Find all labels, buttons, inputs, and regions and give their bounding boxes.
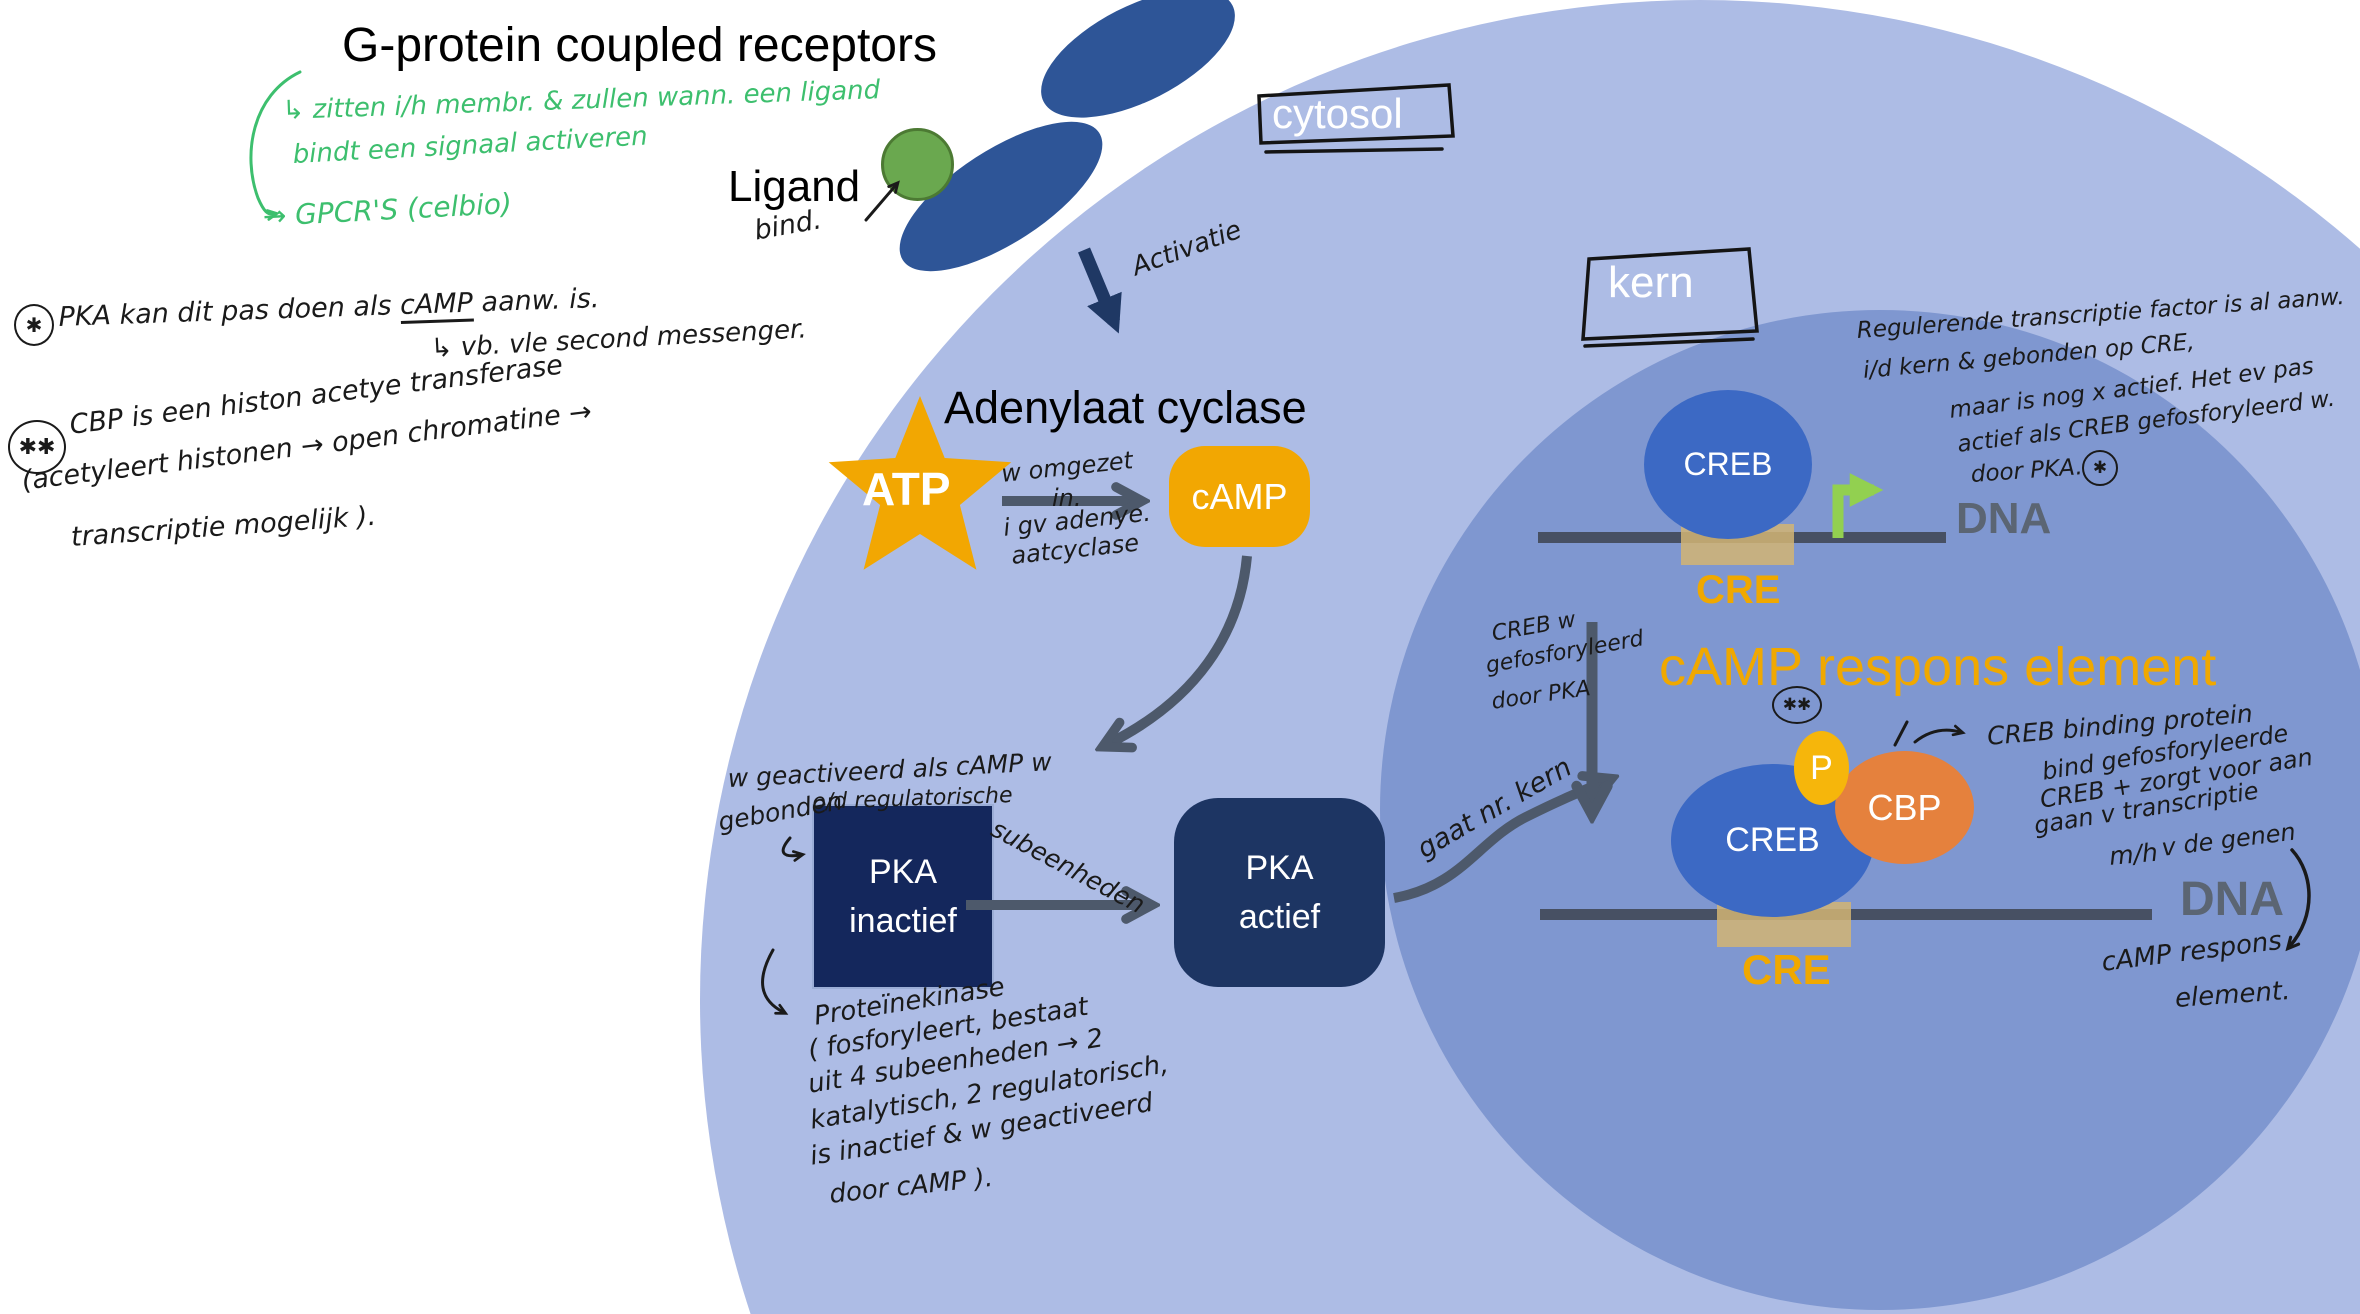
phosphate-label: P (1810, 748, 1833, 787)
camp-label: cAMP (1191, 475, 1288, 517)
pka-requires-camp-note: PKA kan dit pas doen als cAMP aanw. is. (58, 283, 600, 333)
dna-top-label: DNA (1956, 494, 2052, 543)
asterisk-mark-kern-note: ✱ (2082, 450, 2118, 486)
gpcr-note-line2: bindt een signaal activeren (292, 121, 649, 170)
pka-inactive-label-1: PKA (868, 852, 938, 891)
pka-active-box: PKA actief (1174, 798, 1385, 987)
cre-bottom-label: CRE (1742, 946, 1831, 993)
pka-active-label-2: actief (1238, 897, 1321, 936)
pka-inactive-label-2: inactief (849, 901, 957, 940)
atp-label: ATP (862, 463, 951, 515)
adenylate-cyclase-label: Adenylaat cyclase (944, 382, 1307, 433)
phosphate-ball: P (1794, 731, 1849, 805)
pka-active-label-1: PKA (1245, 848, 1314, 887)
camp-response-element-label: cAMP respons element (1659, 637, 2217, 697)
gpcr-note-line1: ↳ zitten i/h membr. & zullen wann. een l… (282, 75, 881, 126)
cre-top-label: CRE (1696, 568, 1781, 612)
double-asterisk-mark-cbp-right: ✱✱ (1772, 686, 1822, 724)
pka-inactive-box: PKA inactief (812, 804, 994, 989)
cytosol-label: cytosol (1272, 90, 1403, 137)
creb-bottom-label: CREB (1725, 821, 1820, 859)
pka-note-part1: PKA kan dit pas doen als (58, 290, 401, 333)
pka-note-part2: aanw. is. (472, 283, 600, 319)
camp-box: cAMP (1169, 446, 1310, 547)
pka-note-camp-underlined: cAMP (399, 287, 474, 325)
cbp-ellipse: CBP (1835, 751, 1974, 864)
double-asterisk-mark-cbp: ✱✱ (8, 420, 66, 474)
creb-top-ellipse: CREB (1644, 390, 1812, 539)
ligand-label: Ligand (728, 162, 861, 211)
cbp-label: CBP (1867, 786, 1942, 828)
pka-note-sub: ↳ vb. vle second messenger. (430, 314, 808, 364)
dna-bottom-label: DNA (2180, 873, 2284, 926)
cbp-note-line3: transcriptie mogelijk ). (70, 500, 378, 553)
creb-top-label: CREB (1683, 446, 1773, 482)
mh-note: m/h (2108, 837, 2159, 871)
page-title: G-protein coupled receptors (342, 19, 937, 72)
gpcr-note-line3: → GPCR'S (celbio) (262, 186, 513, 233)
asterisk-mark-pka: ✱ (14, 304, 54, 346)
ligand-ball (881, 128, 954, 201)
kern-label: kern (1608, 258, 1694, 307)
